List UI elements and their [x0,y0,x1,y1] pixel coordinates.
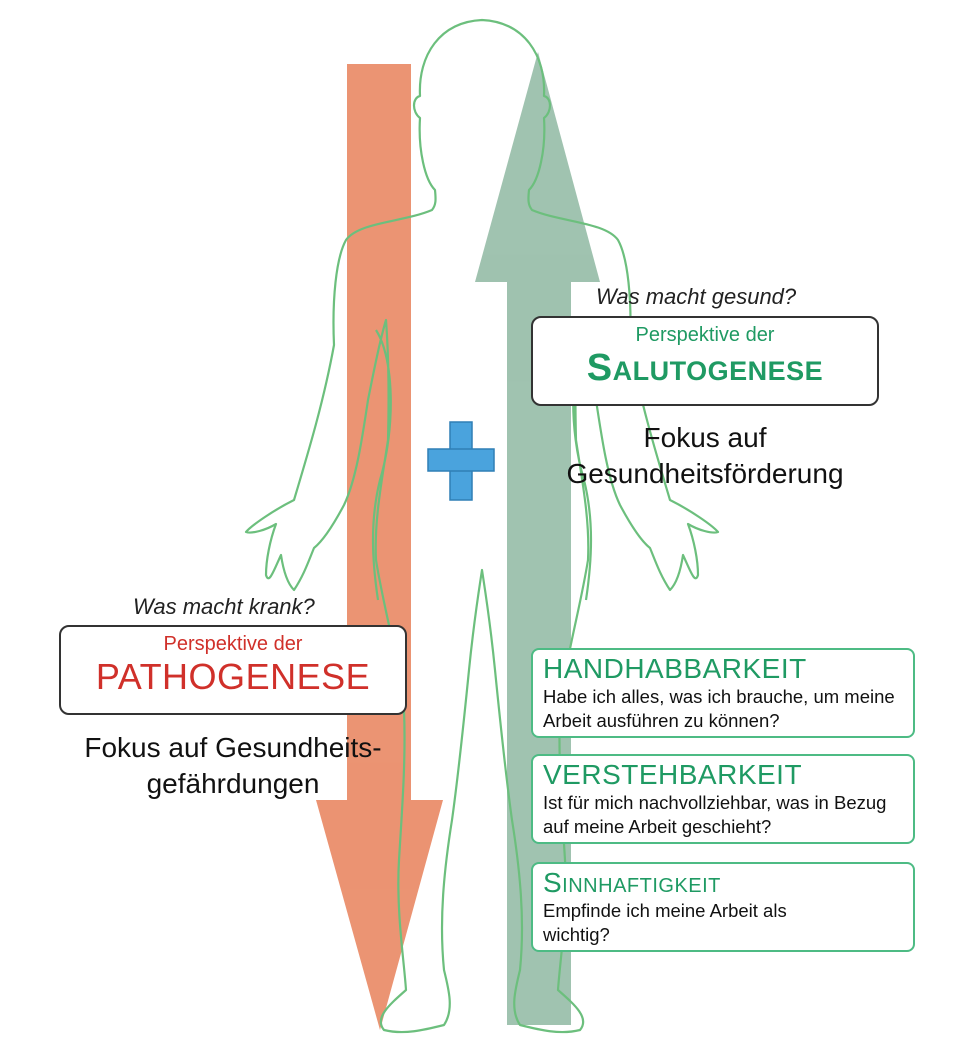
salutogenese-subtitle: Perspektive der [533,324,877,347]
salutogenese-question: Was macht gesund? [596,284,796,310]
pathogenese-title: PATHOGENESE [61,658,405,696]
factor-title: HANDHABBARKEIT [543,654,903,685]
factor-title: Sinnhaftigkeit [543,868,903,899]
pathogenese-question: Was macht krank? [133,594,315,620]
factor-question: Empfinde ich meine Arbeit als wichtig? [543,899,843,947]
factor-title: VERSTEHBARKEIT [543,760,903,791]
pathogenese-focus: Fokus auf Gesundheits- gefährdungen [49,730,417,803]
salutogenese-box: Perspektive der Salutogenese [531,316,879,406]
down-arrow [316,64,443,1030]
pathogenese-subtitle: Perspektive der [61,633,405,656]
factor-box-verstehbarkeit: VERSTEHBARKEIT Ist für mich nachvollzieh… [531,754,915,844]
salutogenese-focus-line2: Gesundheitsförderung [531,456,879,492]
factor-question: Ist für mich nachvollziehbar, was in Bez… [543,791,903,839]
pathogenese-focus-line1: Fokus auf Gesundheits- [49,730,417,766]
pathogenese-box: Perspektive der PATHOGENESE [59,625,407,715]
salutogenese-title: Salutogenese [533,349,877,389]
factor-box-handhabbarkeit: HANDHABBARKEIT Habe ich alles, was ich b… [531,648,915,738]
salutogenese-focus: Fokus auf Gesundheitsförderung [531,420,879,493]
pathogenese-focus-line2: gefährdungen [49,766,417,802]
plus-icon [428,422,494,500]
factor-question: Habe ich alles, was ich brauche, um mein… [543,685,903,733]
salutogenese-focus-line1: Fokus auf [531,420,879,456]
factor-box-sinnhaftigkeit: Sinnhaftigkeit Empfinde ich meine Arbeit… [531,862,915,952]
